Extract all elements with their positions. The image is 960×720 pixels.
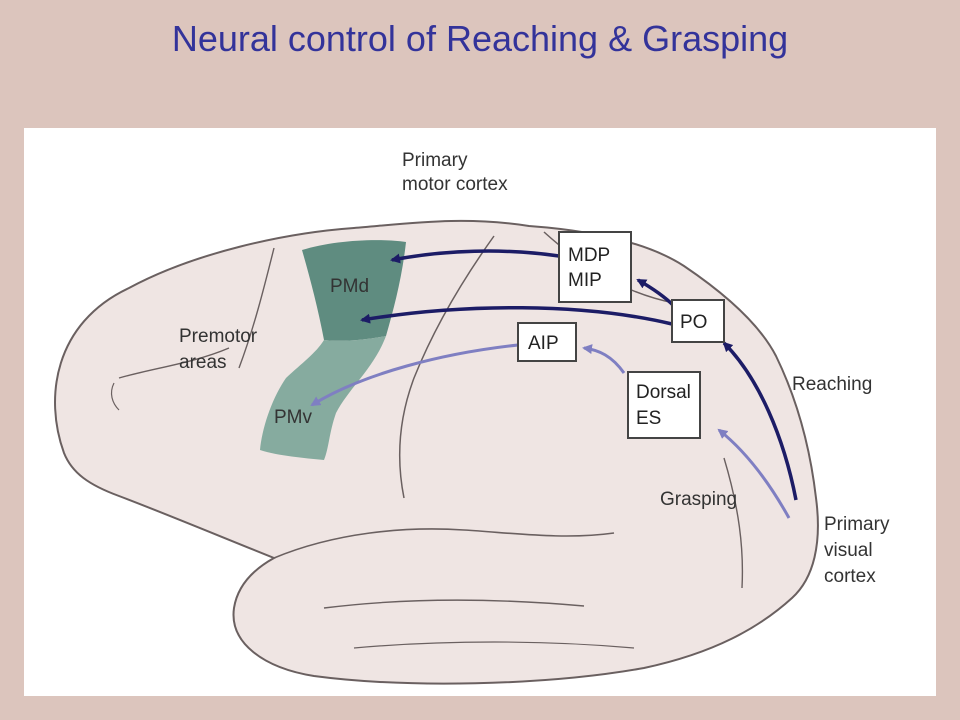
box-po-label: PO — [680, 312, 707, 333]
label-primary-visual-2: visual — [824, 540, 873, 561]
box-dorsal-label: Dorsal — [636, 382, 691, 403]
label-reaching: Reaching — [792, 374, 872, 395]
box-aip: AIP — [517, 322, 577, 362]
box-po: PO — [671, 299, 725, 343]
figure-panel: MDP MIP PO AIP Dorsal ES Primary motor c… — [24, 128, 936, 696]
box-dorsal-es: Dorsal ES — [627, 371, 701, 439]
label-primary-visual-1: Primary — [824, 514, 890, 535]
box-es-label: ES — [636, 408, 661, 429]
reaching-arrow-primary — [722, 341, 798, 501]
label-primary-motor-1: Primary — [402, 150, 468, 171]
box-mdp-label: MDP — [568, 245, 610, 266]
brain-diagram: MDP MIP PO AIP Dorsal ES Primary motor c… — [54, 150, 890, 685]
arcuate-sulcus — [238, 247, 275, 369]
label-pmd: PMd — [330, 276, 369, 297]
label-grasping: Grasping — [660, 489, 737, 510]
box-mip-label: MIP — [568, 270, 602, 291]
label-pmv: PMv — [274, 407, 313, 428]
label-primary-motor-2: motor cortex — [402, 174, 508, 195]
reaching-arrow-po-to-pmd — [360, 306, 673, 326]
label-primary-visual-3: cortex — [824, 566, 876, 587]
grasping-arrow-es-to-aip — [582, 344, 626, 374]
brain-outline — [54, 219, 819, 685]
box-aip-label: AIP — [528, 333, 559, 354]
frontal-sulcus — [110, 382, 120, 411]
reaching-arrow-mip-to-pmd — [390, 249, 560, 264]
box-mdp-mip: MDP MIP — [558, 231, 632, 303]
grasping-arrow-primary — [717, 428, 791, 519]
lunate-sulcus — [723, 457, 744, 589]
sylvian-fissure — [273, 528, 615, 559]
grasping-arrow-aip-to-pmv — [310, 343, 519, 407]
label-premotor-1: Premotor — [179, 326, 258, 347]
temporal-sulcus — [323, 599, 585, 609]
label-premotor-2: areas — [179, 352, 227, 373]
lower-sulcus — [353, 641, 635, 649]
slide-title: Neural control of Reaching & Grasping — [171, 18, 789, 59]
central-sulcus — [398, 235, 495, 499]
principal-sulcus — [118, 347, 230, 379]
